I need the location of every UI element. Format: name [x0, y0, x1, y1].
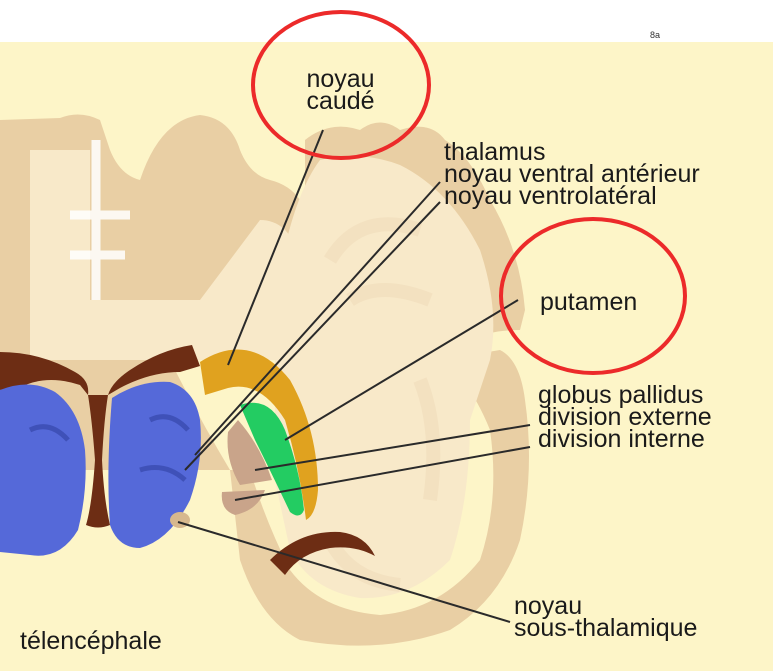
label-thalamus-line3: noyau ventrolatéral: [444, 185, 700, 207]
label-noyau-caude: noyau caudé: [278, 68, 403, 112]
label-subthalamic-line2: sous-thalamique: [514, 617, 697, 639]
label-globus-pallidus: globus pallidus division externe divisio…: [538, 384, 712, 450]
label-putamen: putamen: [540, 291, 637, 313]
label-globus-line3: division interne: [538, 428, 712, 450]
label-telencephale: télencéphale: [20, 630, 162, 652]
label-subthalamic: noyau sous-thalamique: [514, 595, 697, 639]
label-thalamus: thalamus noyau ventral antérieur noyau v…: [444, 141, 700, 207]
label-noyau-caude-line2: caudé: [278, 90, 403, 112]
